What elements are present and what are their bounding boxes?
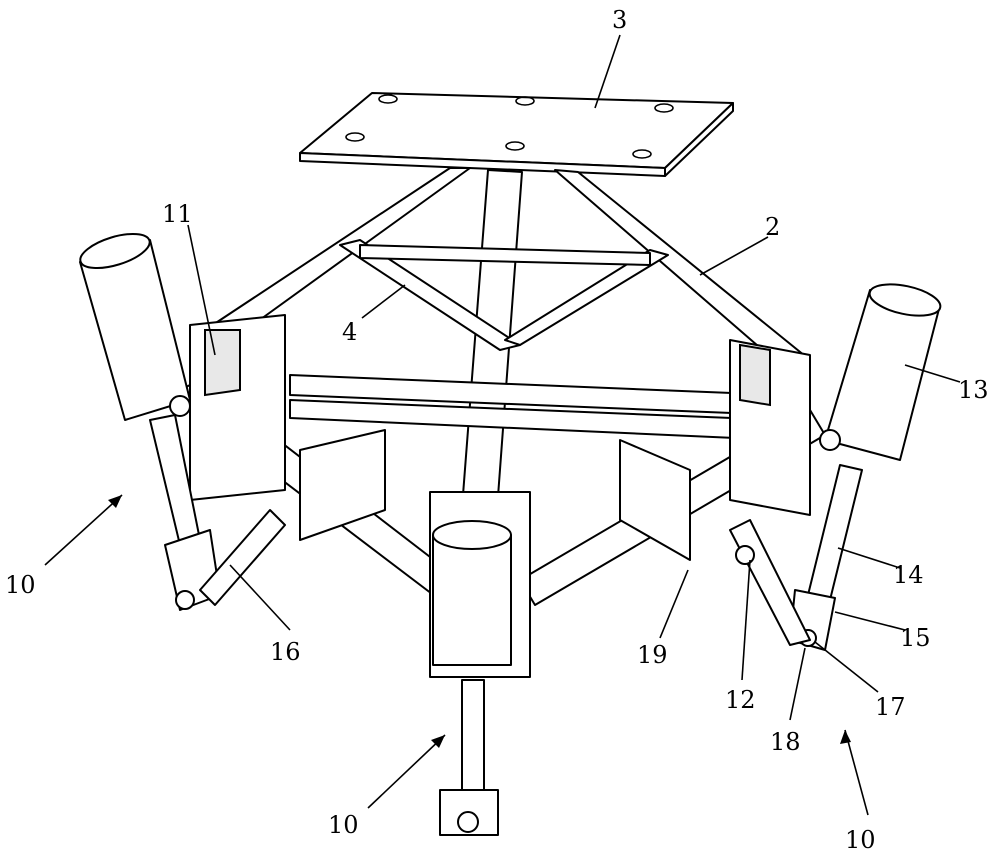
label-pin: 17 [875,693,906,721]
label-cross-brace: 4 [342,318,357,346]
label-motor: 13 [958,376,989,404]
top-plate [299,92,734,177]
label-leg-left: 10 [5,571,36,599]
label-link-arm: 12 [725,686,756,714]
leader-lines [44,34,961,816]
label-top-plate: 3 [612,6,627,34]
label-leg-right: 10 [845,826,876,854]
center-actuator [429,491,531,836]
left-actuator [79,232,286,611]
label-upper-strut: 2 [765,213,780,241]
label-bolt: 18 [770,728,801,756]
label-side-block: 11 [162,200,193,228]
label-leg-center: 10 [328,811,359,839]
label-bracket: 19 [637,641,668,669]
right-actuator [729,283,942,651]
label-lower-link: 16 [270,638,301,666]
label-joint: 15 [900,624,931,652]
label-rod: 14 [893,561,924,589]
